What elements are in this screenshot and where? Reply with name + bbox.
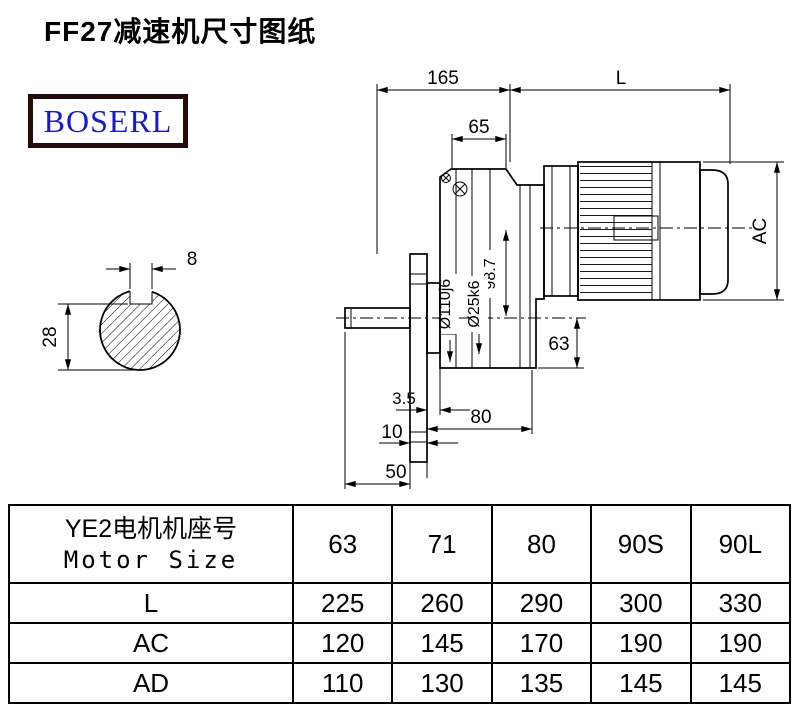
keyway-notch — [130, 285, 152, 304]
table-header-cell: YE2电机机座号 Motor Size — [8, 504, 294, 584]
motor — [543, 161, 729, 301]
dim-AC-label: AC — [750, 218, 771, 244]
dim-63-label: 63 — [548, 334, 569, 355]
table-cell: 190 — [590, 622, 692, 664]
housing-bolt-icon — [452, 181, 468, 197]
dim-10-label: 10 — [381, 422, 402, 443]
table-cell: 260 — [391, 582, 493, 624]
table-row-AC: AC 120 145 170 190 190 — [8, 622, 792, 664]
row-label: L — [8, 582, 294, 624]
motor-dimension-table: YE2电机机座号 Motor Size 63 71 80 90S 90L L 2… — [8, 504, 792, 704]
keyway-outline — [129, 291, 153, 305]
row-label: AD — [8, 662, 294, 704]
table-cell: 145 — [391, 622, 493, 664]
table-cell: 225 — [291, 582, 394, 624]
table-cell: 330 — [689, 582, 792, 624]
table-cell: 290 — [490, 582, 593, 624]
housing-bolt-small-icon — [441, 173, 451, 183]
table-cell: 135 — [490, 662, 593, 704]
table-cell: 300 — [590, 582, 692, 624]
size-column-header: 71 — [391, 504, 493, 584]
dim-shaft-dia-label: Ø25k6 — [466, 280, 483, 327]
brand-logo: BOSERL — [28, 94, 188, 148]
fan-cover — [699, 169, 729, 295]
table-row-AD: AD 110 130 135 145 145 — [8, 662, 792, 704]
dim-key-height-label: 28 — [40, 326, 61, 347]
shaft-cross-section — [99, 285, 181, 371]
table-header-row: YE2电机机座号 Motor Size 63 71 80 90S 90L — [8, 504, 792, 584]
table-cell: 190 — [689, 622, 792, 664]
dim-key-width-label: 8 — [187, 249, 198, 270]
table-cell: 145 — [590, 662, 692, 704]
dim-65-label: 65 — [468, 117, 489, 138]
technical-drawing: 8 28 — [40, 68, 784, 489]
row-label: AC — [8, 622, 294, 664]
table-cell: 110 — [291, 662, 394, 704]
table-cell: 130 — [391, 662, 493, 704]
brand-text: BOSERL — [43, 102, 173, 139]
motor-cooling-fins — [580, 165, 652, 296]
table-header-en: Motor Size — [63, 545, 239, 574]
motor-nameplate — [613, 215, 659, 241]
output-flange — [409, 253, 441, 463]
table-header-cn: YE2电机机座号 — [64, 515, 238, 544]
dim-50-label: 50 — [385, 462, 406, 483]
dim-3-5-label: 3.5 — [392, 389, 416, 408]
dim-165-label: 165 — [427, 68, 459, 89]
table-row-L: L 225 260 290 300 330 — [8, 582, 792, 624]
dim-flange-dia-label: Ø110j6 — [437, 279, 454, 330]
table-cell: 120 — [291, 622, 394, 664]
table-cell: 170 — [490, 622, 593, 664]
size-column-header: 90S — [590, 504, 692, 584]
dimension-annotations: 165 L 65 AC 98.7 Ø110j6 Ø25k6 63 — [344, 68, 784, 489]
table-cell: 145 — [689, 662, 792, 704]
dim-L-label: L — [616, 68, 627, 89]
size-column-header: 80 — [490, 504, 593, 584]
dim-80-label: 80 — [470, 407, 491, 428]
size-column-header: 90L — [689, 504, 792, 584]
gearbox-housing — [439, 168, 545, 369]
page-title: FF27减速机尺寸图纸 — [44, 16, 317, 47]
motor-flange — [543, 165, 579, 297]
size-column-header: 63 — [291, 504, 394, 584]
keyway-dimensions: 8 28 — [40, 249, 198, 371]
